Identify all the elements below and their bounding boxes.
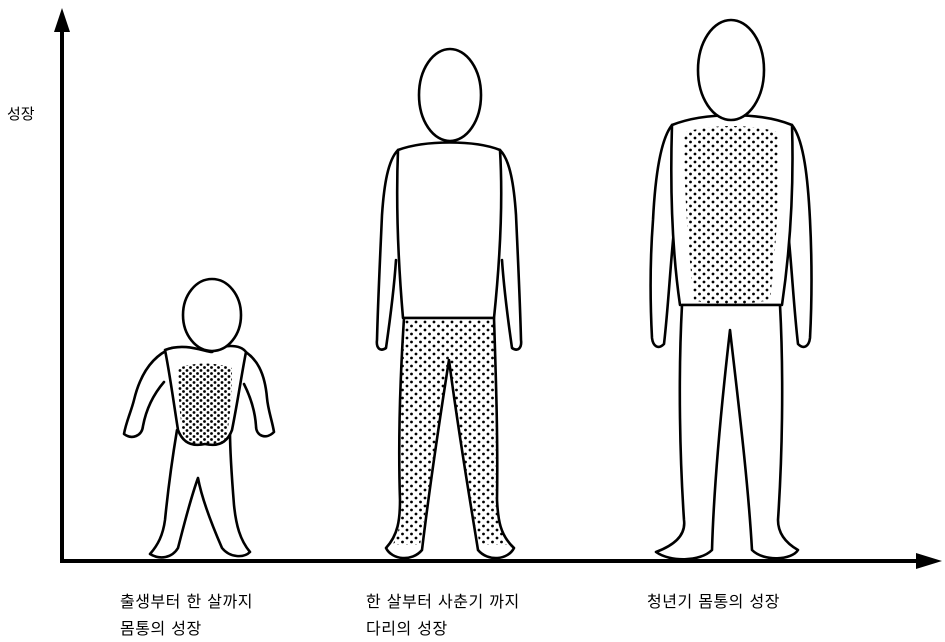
child-caption-line-2: 다리의 성장: [366, 619, 448, 638]
y-axis-label: 성장: [7, 103, 35, 124]
child-caption-line-1: 한 살부터 사춘기 까지: [366, 592, 520, 611]
infant-caption-line-2: 몸통의 성장: [120, 619, 202, 638]
infant-caption-line-1: 출생부터 한 살까지: [120, 592, 253, 611]
adolescent-caption-line-1: 청년기 몸통의 성장: [647, 592, 780, 611]
child-legs-dots: [392, 320, 510, 545]
adolescent-caption: 청년기 몸통의 성장: [647, 588, 780, 615]
child-figure: [377, 49, 521, 558]
child-caption: 한 살부터 사춘기 까지 다리의 성장: [366, 588, 520, 642]
y-axis: [54, 8, 70, 563]
adolescent-torso-dots: [684, 126, 779, 305]
infant-caption: 출생부터 한 살까지 몸통의 성장: [120, 588, 253, 642]
infant-torso-dots: [178, 364, 232, 445]
